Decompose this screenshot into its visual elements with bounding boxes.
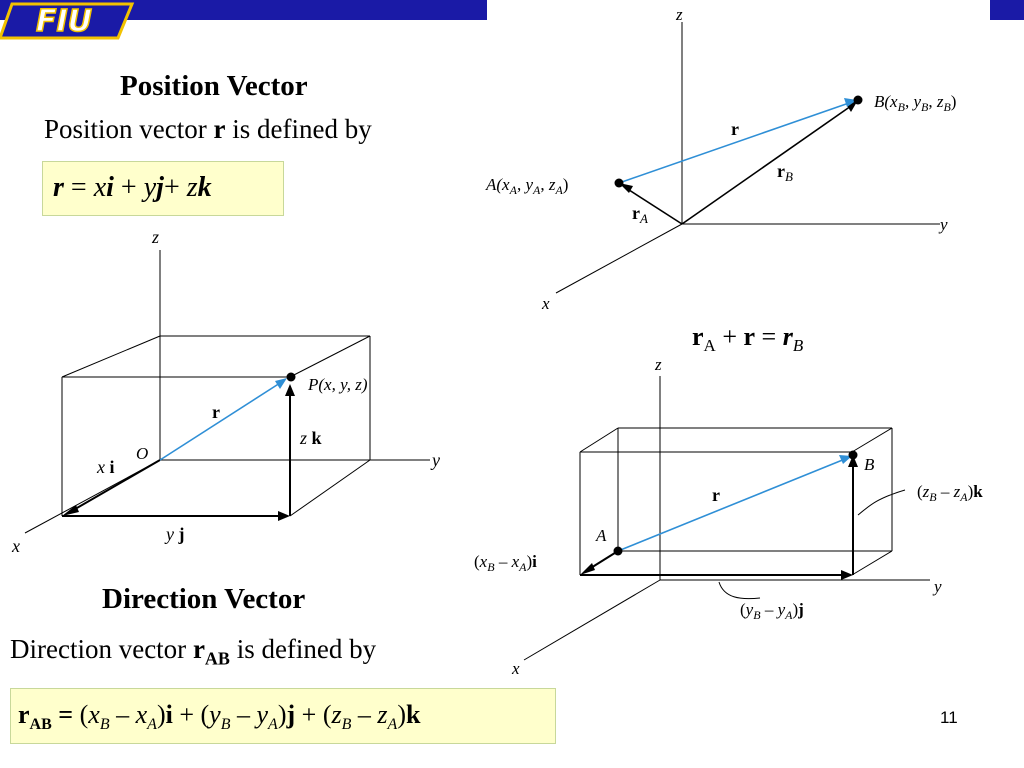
unit-i-line — [69, 459, 161, 513]
vector-rb-label: rB — [777, 161, 793, 184]
unit-k-arrowhead — [285, 384, 295, 396]
point-b-dot — [853, 95, 863, 105]
direction-equation: rAB = (xB – xA)i + (yB – yA)j + (zB – zA… — [18, 700, 421, 734]
yj-label: y j — [164, 524, 185, 544]
position-vector-text: Position vector r is defined by — [44, 114, 372, 145]
header-bar-right — [990, 0, 1024, 20]
unit-j-arrowhead — [278, 511, 290, 521]
fig3-point-b-label: B — [864, 455, 875, 474]
position-equation: r = xi + yj+ zk — [53, 172, 212, 203]
dz-leader-line — [857, 489, 906, 516]
axis-x-label: x — [11, 536, 20, 556]
fig3-dz-arrowhead — [848, 455, 858, 467]
fig2-vector-r-label: r — [731, 119, 739, 139]
fig2-axis-x — [555, 223, 683, 294]
fig3-vector-r-label: r — [712, 485, 720, 505]
fig3-vector-r-arrowhead — [839, 455, 852, 464]
direction-equation-box: rAB = (xB – xA)i + (yB – yA)j + (zB – zA… — [10, 688, 556, 744]
dy-leader-line — [718, 581, 761, 600]
vector-r-label: r — [212, 402, 220, 422]
fig3-dx-arrowhead — [580, 563, 595, 575]
fiu-logo: FIU — [0, 2, 135, 40]
direction-text-prefix: Direction vector — [10, 634, 193, 664]
fig3-axis-x-label: x — [511, 659, 520, 678]
xi-label: x i — [96, 457, 115, 477]
direction-vector-text: Direction vector rAB is defined by — [10, 634, 376, 669]
fig2-axis-y-label: y — [938, 215, 948, 234]
fig2-axis-z-label: z — [675, 5, 683, 24]
dx-label: (xB – xA)i — [474, 552, 537, 574]
fig2-axis-x-label: x — [541, 294, 550, 313]
position-vector-arrowhead — [275, 378, 287, 389]
vector-ra-label: rA — [632, 203, 648, 226]
axis-z-label: z — [151, 227, 159, 247]
fig3-point-b-dot — [848, 450, 858, 460]
unit-i-arrowhead — [62, 505, 79, 516]
page-number: 11 — [940, 708, 958, 727]
point-a-dot — [614, 178, 624, 188]
fig3-vector-r-line — [617, 458, 846, 552]
direction-vector-title: Direction Vector — [102, 583, 306, 615]
position-equation-box: r = xi + yj+ zk — [42, 161, 284, 216]
fig3-point-a-label: A — [595, 526, 607, 545]
point-b-label: B(xB, yB, zB) — [874, 92, 956, 114]
logo-text: FIU — [36, 4, 92, 39]
fig3-box-edges — [523, 376, 930, 661]
point-p-label: P(x, y, z) — [307, 375, 368, 394]
vector-ab-line — [618, 102, 850, 184]
box-edges — [24, 250, 430, 534]
dy-label: (yB – yA)j — [740, 600, 804, 622]
dz-label: (zB – zA)k — [917, 482, 983, 504]
two-point-figure: z y x B(xB, yB, zB) A(xA, yA, zA) r rB r… — [485, 5, 956, 313]
point-a-label: A(xA, yA, zA) — [485, 175, 568, 197]
fig3-axis-y-label: y — [932, 577, 942, 596]
fig3-point-a-dot — [613, 546, 623, 556]
direction-text-suffix: is defined by — [229, 634, 377, 664]
direction-text-symbol: r — [192, 634, 205, 664]
zk-label: z k — [299, 428, 322, 448]
fig3-dy-arrowhead — [841, 570, 853, 580]
position-text-suffix: is defined by — [225, 114, 372, 144]
axis-y-label: y — [430, 450, 440, 470]
position-text-symbol: r — [213, 114, 226, 144]
position-vector-title: Position Vector — [120, 70, 308, 102]
position-vector-line — [159, 382, 281, 461]
vector-relation: rA + r = rB — [692, 322, 804, 356]
vector-rb-line — [681, 105, 852, 225]
direction-text-sub: AB — [204, 648, 230, 669]
fig3-axis-z-label: z — [654, 355, 662, 374]
displacement-box-figure: z y x A B r (zB – zA)k (yB – yA)j (xB – … — [474, 355, 983, 678]
point-p-dot — [286, 372, 296, 382]
origin-label: O — [136, 444, 148, 463]
vector-ra-line — [625, 187, 683, 225]
position-text-prefix: Position vector — [44, 114, 214, 144]
position-vector-figure: z y x O P(x, y, z) r z k x i y j — [11, 227, 440, 556]
